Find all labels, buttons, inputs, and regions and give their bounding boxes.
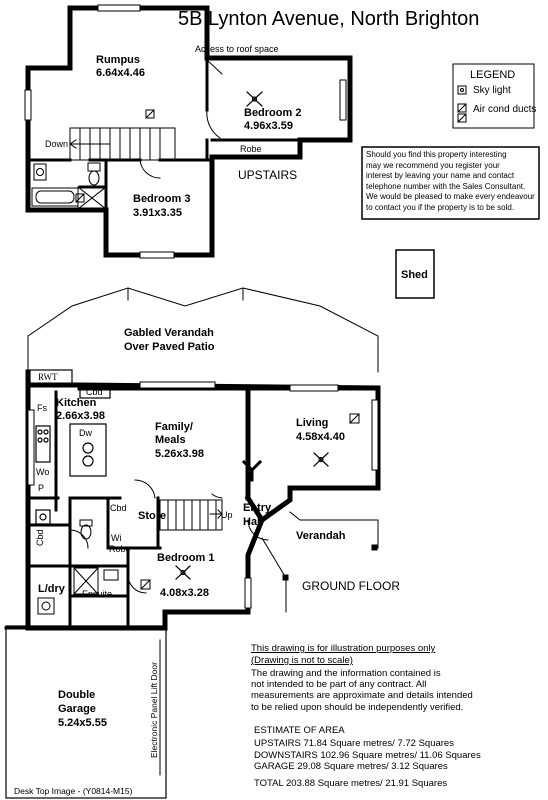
area-row-downstairs: DOWNSTAIRS 102.96 Square metres/ 11.06 S…: [254, 749, 481, 761]
cbd-mid-label: Cbd: [110, 503, 127, 513]
ground-windows: [27, 381, 379, 609]
bedroom-2-label: Bedroom 2: [244, 107, 302, 119]
garage-size: 5.24x5.55: [58, 717, 107, 729]
legend-title: LEGEND: [470, 69, 516, 81]
notice-line: may we recommend you register your: [366, 160, 500, 170]
bedroom-1-label: Bedroom 1: [157, 552, 215, 564]
ground-bathroom: [37, 519, 119, 615]
disclaimer-body-line: to be relied upon should be independentl…: [251, 701, 464, 713]
front-verandah-label: Verandah: [296, 530, 346, 542]
stairs-up-label: Up: [221, 510, 233, 520]
rumpus-size: 6.64x4.46: [96, 67, 145, 79]
pantry-label: P: [38, 483, 45, 493]
shed-label: Shed: [401, 269, 428, 281]
kitchen-fixtures: [35, 423, 107, 525]
rwt-box: [29, 369, 73, 385]
laundry-label: L/dry: [38, 583, 65, 595]
wi-robe-label: Robe: [109, 544, 131, 554]
upstairs-stairs: [69, 127, 176, 161]
legend-skylight: Sky light: [473, 85, 511, 96]
upstairs-symbols: [75, 109, 155, 203]
notice-line: interest by leaving your name and contac…: [366, 171, 515, 180]
family-label-line1: Family/: [155, 421, 193, 433]
shed-box: [395, 249, 435, 299]
disclaimer-body-line: not intended to be part of any contract.…: [251, 679, 427, 691]
area-row-upstairs: UPSTAIRS 71.84 Square metres/ 7.72 Squar…: [254, 738, 454, 749]
area-row-garage: GARAGE 29.08 Square metres/ 3.12 Squares: [254, 761, 448, 772]
robe-label: Robe: [240, 144, 262, 154]
cbd-top-box: [79, 387, 111, 399]
living-label: Living: [296, 417, 329, 429]
notice-line: telephone number with the Sales Consulta…: [366, 181, 526, 191]
ground-doors: [69, 479, 269, 594]
stairs-down-label: Down: [45, 139, 69, 149]
cbd-top-label: Cbd: [86, 387, 103, 397]
garage-label-line1: Double: [58, 689, 96, 701]
ground-floor-heading: GROUND FLOOR: [302, 579, 401, 593]
cbd-side-text: Cbd: [35, 529, 45, 546]
disclaimer-body-line: measurements are approximate and details…: [251, 690, 473, 702]
kitchen-size: 2.66x3.98: [56, 410, 105, 422]
area-total: TOTAL 203.88 Square metres/ 21.91 Square…: [254, 778, 448, 789]
garage-outline: [4, 625, 167, 799]
notice-line: to contact you if the property is to be …: [366, 202, 515, 212]
wo-label: Wo: [36, 467, 50, 477]
rumpus-label: Rumpus: [96, 54, 140, 66]
family-size: 5.26x3.98: [155, 448, 204, 460]
ground-inner-walls: [26, 390, 162, 630]
lift-door-label: Electronic Panel Lift Door: [149, 662, 160, 758]
notice-line: We would be pleased to make every endeav…: [366, 192, 535, 201]
dishwasher-label: Dw: [79, 428, 92, 438]
upstairs-windows: [24, 4, 347, 259]
family-label-line2: Meals: [155, 434, 186, 446]
cbd-side-label: Cbd: [35, 529, 45, 546]
bedroom-1-size: 4.08x3.28: [160, 587, 209, 599]
upstairs-walls: [25, 5, 353, 258]
lift-door-text: Electronic Panel Lift Door: [149, 662, 159, 758]
notice-line: Should you find this property interestin…: [366, 150, 507, 159]
area-heading: ESTIMATE OF AREA: [254, 725, 345, 736]
disclaimer-line1: This drawing is for illustration purpose…: [251, 643, 436, 654]
ground-stairs: [159, 499, 223, 531]
ground-symbols: [140, 413, 360, 590]
rwt-label: RWT: [38, 372, 58, 382]
front-verandah-outline: [261, 511, 379, 613]
area-rows: UPSTAIRS 71.84 Square metres/ 7.72 Squar…: [254, 738, 481, 773]
garage-label-line2: Garage: [58, 703, 96, 715]
disclaimer-line2: (Drawing is not to scale): [251, 655, 353, 666]
page-title: 5B Lynton Avenue, North Brighton: [178, 8, 480, 30]
upstairs-inner-walls: [26, 56, 302, 212]
entry-label-line1: Entry: [243, 502, 272, 514]
upstairs-bathroom: [31, 162, 107, 210]
disclaimer-body: The drawing and the information containe…: [251, 668, 473, 713]
entry-label-line2: Hall: [243, 516, 264, 528]
ensuite-label: Ensuite: [82, 589, 113, 599]
roof-access-label: Access to roof space: [195, 44, 279, 54]
store-label: Store: [138, 510, 167, 522]
notice-box: [361, 146, 540, 220]
bedroom-3-label: Bedroom 3: [133, 193, 191, 205]
upstairs-heading: UPSTAIRS: [238, 168, 298, 182]
kitchen-label: Kitchen: [56, 397, 97, 409]
bedroom-3-size: 3.91x3.35: [133, 207, 182, 219]
living-size: 4.58x4.40: [296, 431, 345, 443]
disclaimer-body-line: The drawing and the information containe…: [251, 668, 441, 679]
verandah-title-line1: Gabled Verandah: [124, 327, 214, 339]
gabled-verandah-outline: [27, 287, 379, 373]
ground-ceiling-fans: [175, 452, 329, 580]
upstairs-doors: [139, 59, 223, 179]
pillar-symbol: [241, 459, 263, 482]
legend-box: [452, 63, 535, 129]
notice-text: Should you find this property interestin…: [366, 150, 535, 213]
legend-air-cond: Air cond ducts: [473, 104, 537, 115]
footer-caption: Desk Top Image - (Y0814-M15): [14, 786, 133, 796]
bedroom-2-size: 4.96x3.59: [244, 120, 293, 132]
fs-label: Fs: [37, 403, 47, 413]
upstairs-ceiling-fans: [246, 91, 263, 107]
wi-label: Wi: [111, 533, 122, 543]
verandah-title-line2: Over Paved Patio: [124, 341, 215, 353]
